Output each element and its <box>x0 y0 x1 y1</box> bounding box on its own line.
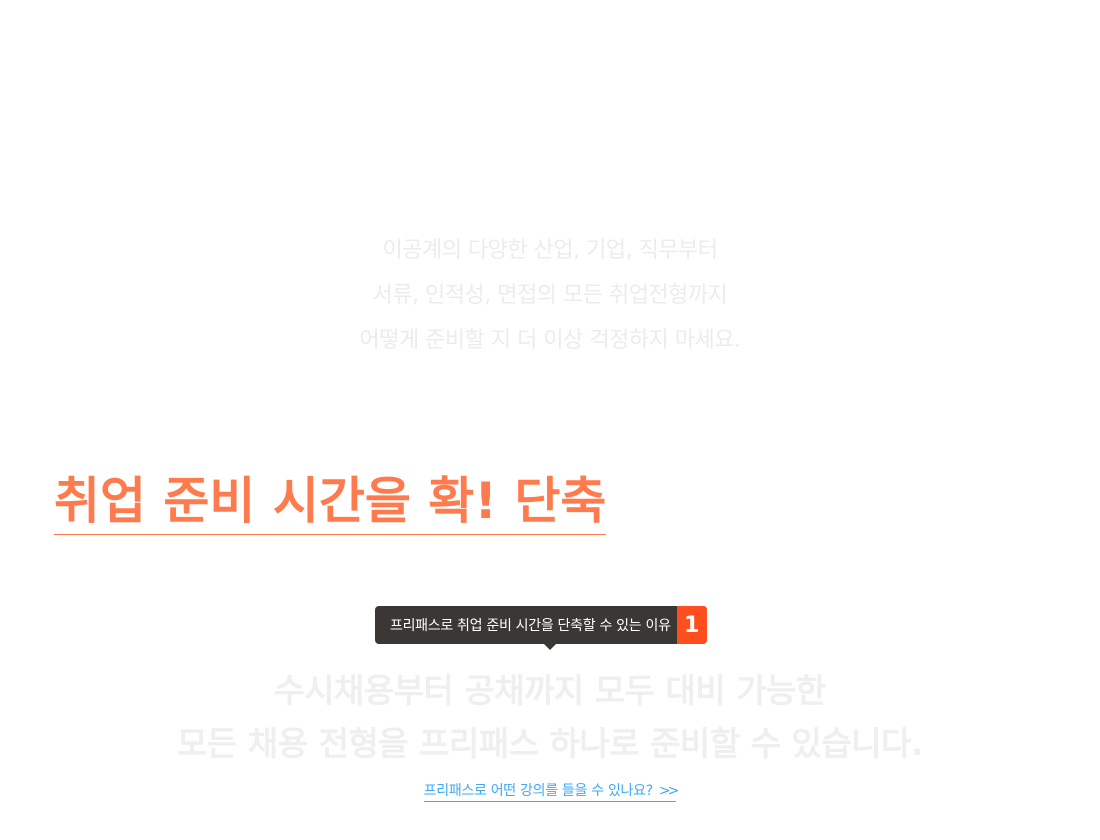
main-copy-line: 수시채용부터 공채까지 모두 대비 가능한 <box>274 671 826 710</box>
section-headline: 취업 준비 시간을 확! 단축 <box>54 470 607 535</box>
tooltip-number-badge: 1 <box>676 606 707 644</box>
course-list-link[interactable]: 프리패스로 어떤 강의를 들을 수 있나요? >> <box>423 780 680 802</box>
tooltip-arrow <box>543 643 557 650</box>
course-list-link-label: 프리패스로 어떤 강의를 들을 수 있나요? <box>423 783 653 799</box>
double-chevron-right-icon: >> <box>658 783 680 799</box>
main-copy: 수시채용부터 공채까지 모두 대비 가능한 모든 채용 전형을 프리패스 하나로… <box>0 664 1100 770</box>
intro-text: 이공계의 다양한 산업, 기업, 직무부터 서류, 인적성, 면접의 모든 취업… <box>0 228 1100 363</box>
intro-line: 이공계의 다양한 산업, 기업, 직무부터 <box>382 238 718 263</box>
tooltip-text: 프리패스로 취업 준비 시간을 단축할 수 있는 이유 <box>390 618 671 634</box>
intro-line: 어떻게 준비할 지 더 이상 걱정하지 마세요. <box>359 328 741 353</box>
intro-line: 서류, 인적성, 면접의 모든 취업전형까지 <box>372 283 728 308</box>
reason-tooltip: 프리패스로 취업 준비 시간을 단축할 수 있는 이유 1 <box>375 606 707 644</box>
link-container: 프리패스로 어떤 강의를 들을 수 있나요? >> <box>0 780 1100 802</box>
main-copy-line: 모든 채용 전형을 프리패스 하나로 준비할 수 있습니다. <box>177 724 923 763</box>
